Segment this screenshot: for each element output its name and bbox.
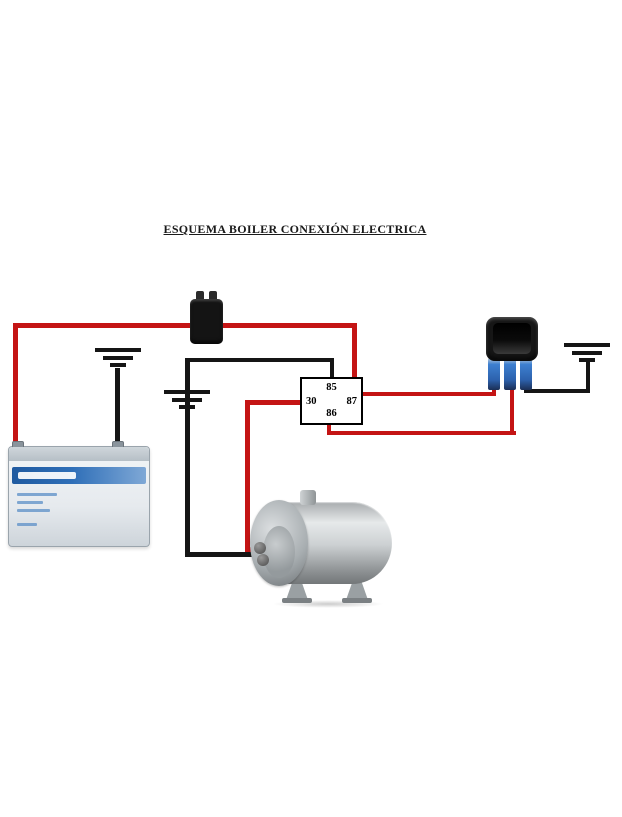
ground-bar-medium	[103, 356, 133, 360]
wire-switch-terminal1-stub	[492, 386, 496, 396]
relay-box: 85 30 87 86	[300, 377, 363, 425]
wire-switch-terminal2-riser	[510, 388, 514, 435]
switch-terminal-1	[488, 358, 500, 390]
boiler-foot-right	[346, 580, 368, 600]
wire-battery-negative-to-ground	[115, 368, 120, 448]
battery	[8, 441, 150, 547]
switch-terminal-2	[504, 358, 516, 390]
boiler-shadow	[272, 600, 384, 608]
ground-bar-medium	[172, 398, 202, 402]
boiler-foot-left	[286, 580, 308, 600]
rocker-actuator	[493, 323, 531, 354]
rocker-switch	[486, 317, 538, 361]
wire-relay-86-to-switch	[327, 431, 516, 435]
boiler-foot-base-right	[342, 598, 372, 603]
wire-relay-86-stub	[327, 425, 331, 435]
relay-terminal-85-label: 85	[326, 382, 337, 393]
wire-ground-to-relay-85	[185, 358, 334, 362]
boiler-top-fitting	[300, 490, 316, 505]
boiler-foot-base-left	[282, 598, 312, 603]
wire-switch-to-ground3	[524, 389, 590, 393]
fuse-blade-left	[196, 291, 204, 302]
ground-symbol-switch	[564, 343, 610, 363]
fuse-blade-right	[209, 291, 217, 302]
relay-terminal-86-label: 86	[326, 407, 337, 419]
ground-bar-long	[564, 343, 610, 347]
ground-symbol-battery	[95, 348, 141, 368]
ground-bar-short	[179, 405, 195, 409]
battery-spec-line	[17, 509, 50, 512]
ground-bar-short	[110, 363, 126, 367]
wire-fuse-to-relay-drop	[352, 323, 357, 380]
battery-brand-text-shape	[18, 472, 76, 479]
battery-lid	[9, 447, 149, 461]
wire-battery-to-fuse	[13, 323, 195, 328]
wire-relay-87-to-switch	[362, 392, 496, 396]
wire-ground-to-boiler	[185, 552, 268, 557]
switch-terminal-3	[520, 358, 532, 390]
wire-ground2-riser-and-drop	[185, 358, 190, 557]
wire-relay-85-drop	[330, 358, 334, 378]
battery-spec-line	[17, 523, 37, 526]
inline-fuse	[190, 299, 223, 344]
wire-battery-positive-riser	[13, 325, 18, 448]
battery-brand-band	[12, 467, 146, 484]
boiler-ground-connector	[257, 554, 269, 566]
wire-ground3-riser	[586, 362, 590, 391]
ground-symbol-center	[164, 390, 210, 410]
wire-fuse-to-relay-horizontal	[221, 323, 357, 328]
diagram-title: ESQUEMA BOILER CONEXIÓN ELECTRICA	[163, 222, 427, 236]
boiler-tank	[250, 490, 400, 608]
battery-spec-line	[17, 501, 43, 504]
ground-bar-long	[164, 390, 210, 394]
ground-bar-medium	[572, 351, 602, 355]
relay-terminal-87-label: 87	[346, 396, 358, 407]
ground-bar-short	[579, 358, 595, 362]
relay-terminal-30-label: 30	[306, 396, 317, 407]
boiler-end-cap-ring	[263, 526, 295, 578]
boiler-positive-connector	[254, 542, 266, 554]
wire-relay-to-boiler-drop	[245, 400, 250, 552]
battery-spec-line	[17, 493, 57, 496]
wire-relay-30-out	[245, 400, 302, 405]
ground-bar-long	[95, 348, 141, 352]
